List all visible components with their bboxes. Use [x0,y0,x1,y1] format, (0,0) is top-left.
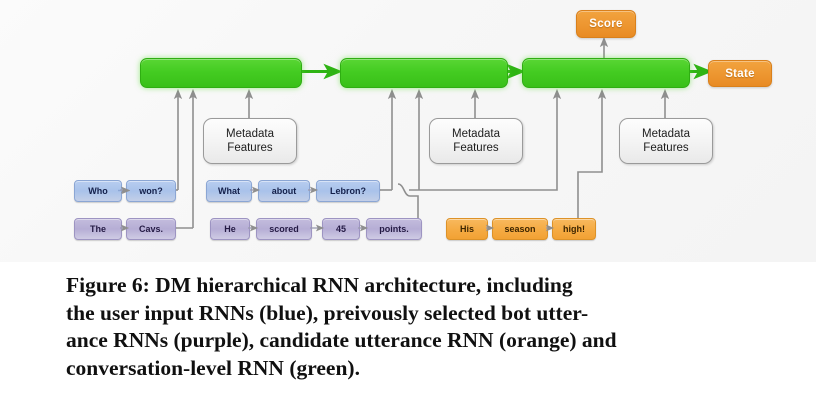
token-label: about [271,186,297,196]
token-label: high! [563,224,585,234]
token-label: season [504,224,536,234]
token-label: scored [269,224,299,234]
metadata-features-box-3[interactable]: Metadata Features [619,118,713,164]
metadata-line-1: Metadata [452,128,500,140]
token-label: won? [139,186,163,196]
token-label: Cavs. [138,224,164,234]
token-bot1-1[interactable]: Cavs. [126,218,176,240]
token-label: points. [379,224,409,234]
conversation-rnn-bar-3[interactable] [522,58,690,88]
token-label: Who [88,186,108,196]
caption-line-3: ance RNNs (purple), candidate utterance … [66,328,617,352]
caption-line-2: the user input RNNs (blue), preivously s… [66,300,589,325]
token-bot2-0[interactable]: He [210,218,250,240]
metadata-line-2: Features [227,142,273,154]
token-user2-0[interactable]: What [206,180,252,202]
metadata-features-box-1[interactable]: Metadata Features [203,118,297,164]
caption-line-4: conversation-level RNN (green). [66,355,360,380]
token-label: Lebron? [330,186,366,196]
token-label: 45 [335,224,346,234]
metadata-line-2: Features [643,142,689,154]
state-label: State [725,67,755,80]
conversation-rnn-bar-1[interactable] [140,58,302,88]
token-bot2-2[interactable]: 45 [322,218,360,240]
metadata-line-2: Features [453,142,499,154]
score-output-box[interactable]: Score [576,10,636,38]
token-candidate-2[interactable]: high! [552,218,596,240]
state-output-box[interactable]: State [708,60,772,87]
conversation-rnn-bar-2[interactable] [340,58,508,88]
metadata-features-box-2[interactable]: Metadata Features [429,118,523,164]
token-label: What [218,186,240,196]
connector-wires-layer [163,36,713,229]
score-label: Score [589,18,623,30]
token-bot2-1[interactable]: scored [256,218,312,240]
token-label: The [89,224,106,234]
caption-line-1: Figure 6: DM hierarchical RNN architectu… [66,273,573,297]
token-label: His [459,224,474,234]
metadata-line-1: Metadata [226,128,274,140]
token-label: He [224,224,236,234]
metadata-line-1: Metadata [642,128,690,140]
token-bot1-0[interactable]: The [74,218,122,240]
figure-diagram-panel: Score State Metadata Features Metadata F… [0,0,816,262]
figure-caption: Figure 6: DM hierarchical RNN architectu… [66,272,752,382]
token-connectors-layer [120,186,555,232]
